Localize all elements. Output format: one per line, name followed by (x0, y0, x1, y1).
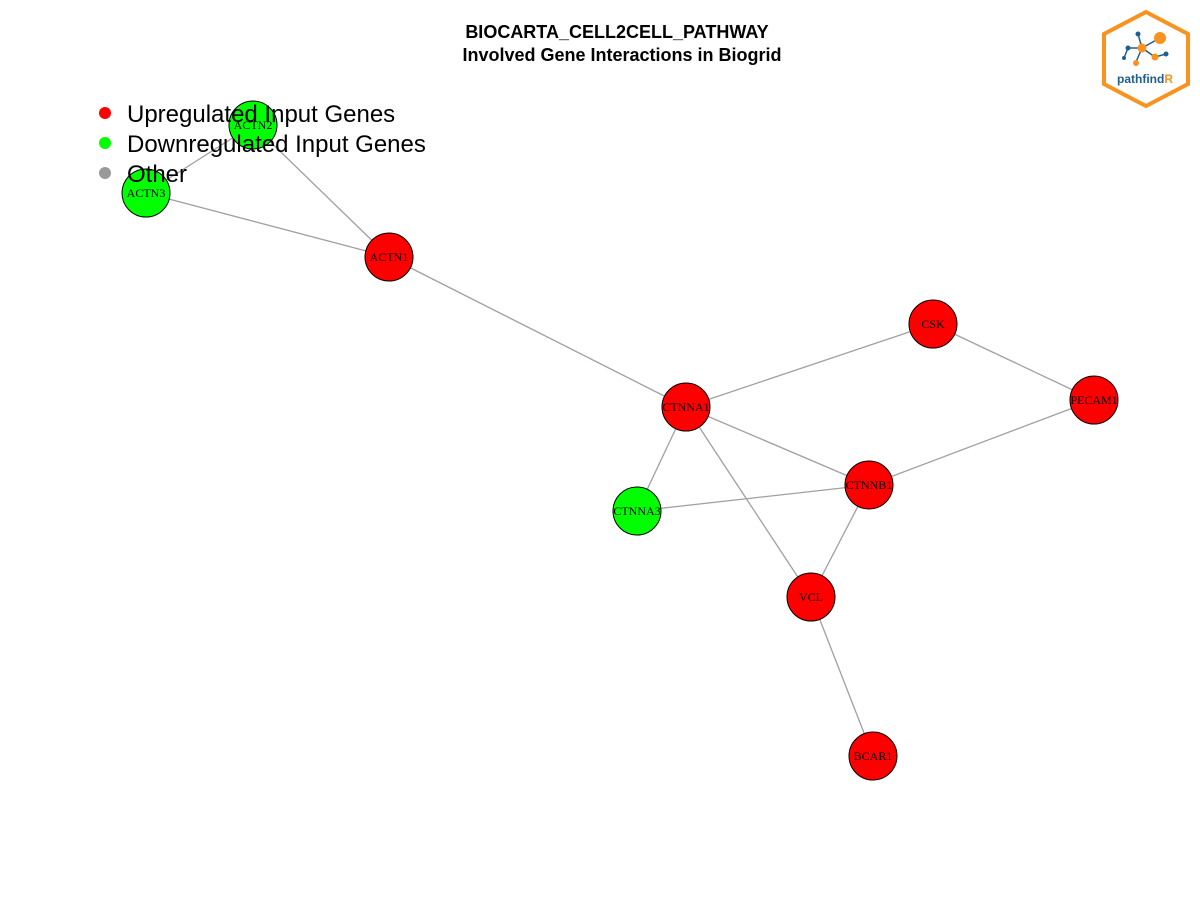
node-circle-ctnna3 (612, 486, 662, 536)
edge-ctnna1-ctnnb1 (685, 406, 870, 486)
node-ctnna1: CTNNA1 (661, 382, 711, 432)
legend-label-upregulated: Upregulated Input Genes (127, 101, 395, 128)
legend-label-other: Other (127, 161, 187, 188)
node-pecam1: PECAM1 (1069, 375, 1119, 425)
node-label-pecam1: PECAM1 (1070, 393, 1117, 407)
node-actn2: ACTN2 (228, 100, 278, 150)
node-label-ctnna3: CTNNA3 (613, 504, 660, 518)
node-circle-actn2 (228, 100, 278, 150)
node-label-ctnna1: CTNNA1 (662, 400, 709, 414)
node-circle-ctnnb1 (844, 460, 894, 510)
edge-ctnna1-csk (685, 323, 934, 408)
node-label-actn3: ACTN3 (127, 186, 166, 200)
edge-ctnna1-vcl (685, 406, 812, 598)
node-actn1: ACTN1 (364, 232, 414, 282)
edges-layer (145, 124, 1095, 757)
edge-csk-pecam1 (932, 323, 1095, 401)
legend: Upregulated Input Genes Downregulated In… (99, 101, 426, 188)
legend-dot-downregulated (99, 137, 111, 149)
legend-dot-other (99, 167, 111, 179)
node-circle-actn3 (121, 168, 171, 218)
node-circle-actn1 (364, 232, 414, 282)
edge-ctnna3-ctnnb1 (636, 484, 870, 512)
node-circle-ctnna1 (661, 382, 711, 432)
legend-label-downregulated: Downregulated Input Genes (127, 131, 426, 158)
edge-actn2-actn1 (252, 124, 390, 258)
legend-item-other: Other (99, 161, 187, 188)
node-label-bcar1: BCAR1 (854, 749, 893, 763)
pathfindr-logo: pathfindR (1102, 9, 1190, 109)
node-bcar1: BCAR1 (848, 731, 898, 781)
node-ctnna3: CTNNA3 (612, 486, 662, 536)
edge-pecam1-ctnnb1 (868, 399, 1095, 486)
node-vcl: VCL (786, 572, 836, 622)
node-label-vcl: VCL (799, 590, 823, 604)
legend-dot-upregulated (99, 107, 111, 119)
node-actn3: ACTN3 (121, 168, 171, 218)
node-label-actn2: ACTN2 (234, 118, 273, 132)
node-ctnnb1: CTNNB1 (844, 460, 894, 510)
node-label-csk: CSK (921, 317, 945, 331)
node-csk: CSK (908, 299, 958, 349)
edge-actn3-actn1 (145, 192, 390, 258)
logo-wordmark: pathfindR (1117, 72, 1173, 86)
diagram-subtitle: Involved Gene Interactions in Biogrid (462, 45, 781, 65)
legend-item-upregulated: Upregulated Input Genes (99, 101, 395, 128)
network-hexagon-logo-icon (1122, 31, 1169, 66)
node-circle-pecam1 (1069, 375, 1119, 425)
edge-vcl-bcar1 (810, 596, 874, 757)
node-label-actn1: ACTN1 (370, 250, 409, 264)
node-circle-bcar1 (848, 731, 898, 781)
diagram-title: BIOCARTA_CELL2CELL_PATHWAY (465, 22, 768, 42)
edge-actn1-ctnna1 (388, 256, 687, 408)
legend-item-downregulated: Downregulated Input Genes (99, 131, 426, 158)
node-circle-csk (908, 299, 958, 349)
node-circle-vcl (786, 572, 836, 622)
logo-hexagon-icon (1102, 9, 1190, 109)
node-label-ctnnb1: CTNNB1 (846, 478, 893, 492)
